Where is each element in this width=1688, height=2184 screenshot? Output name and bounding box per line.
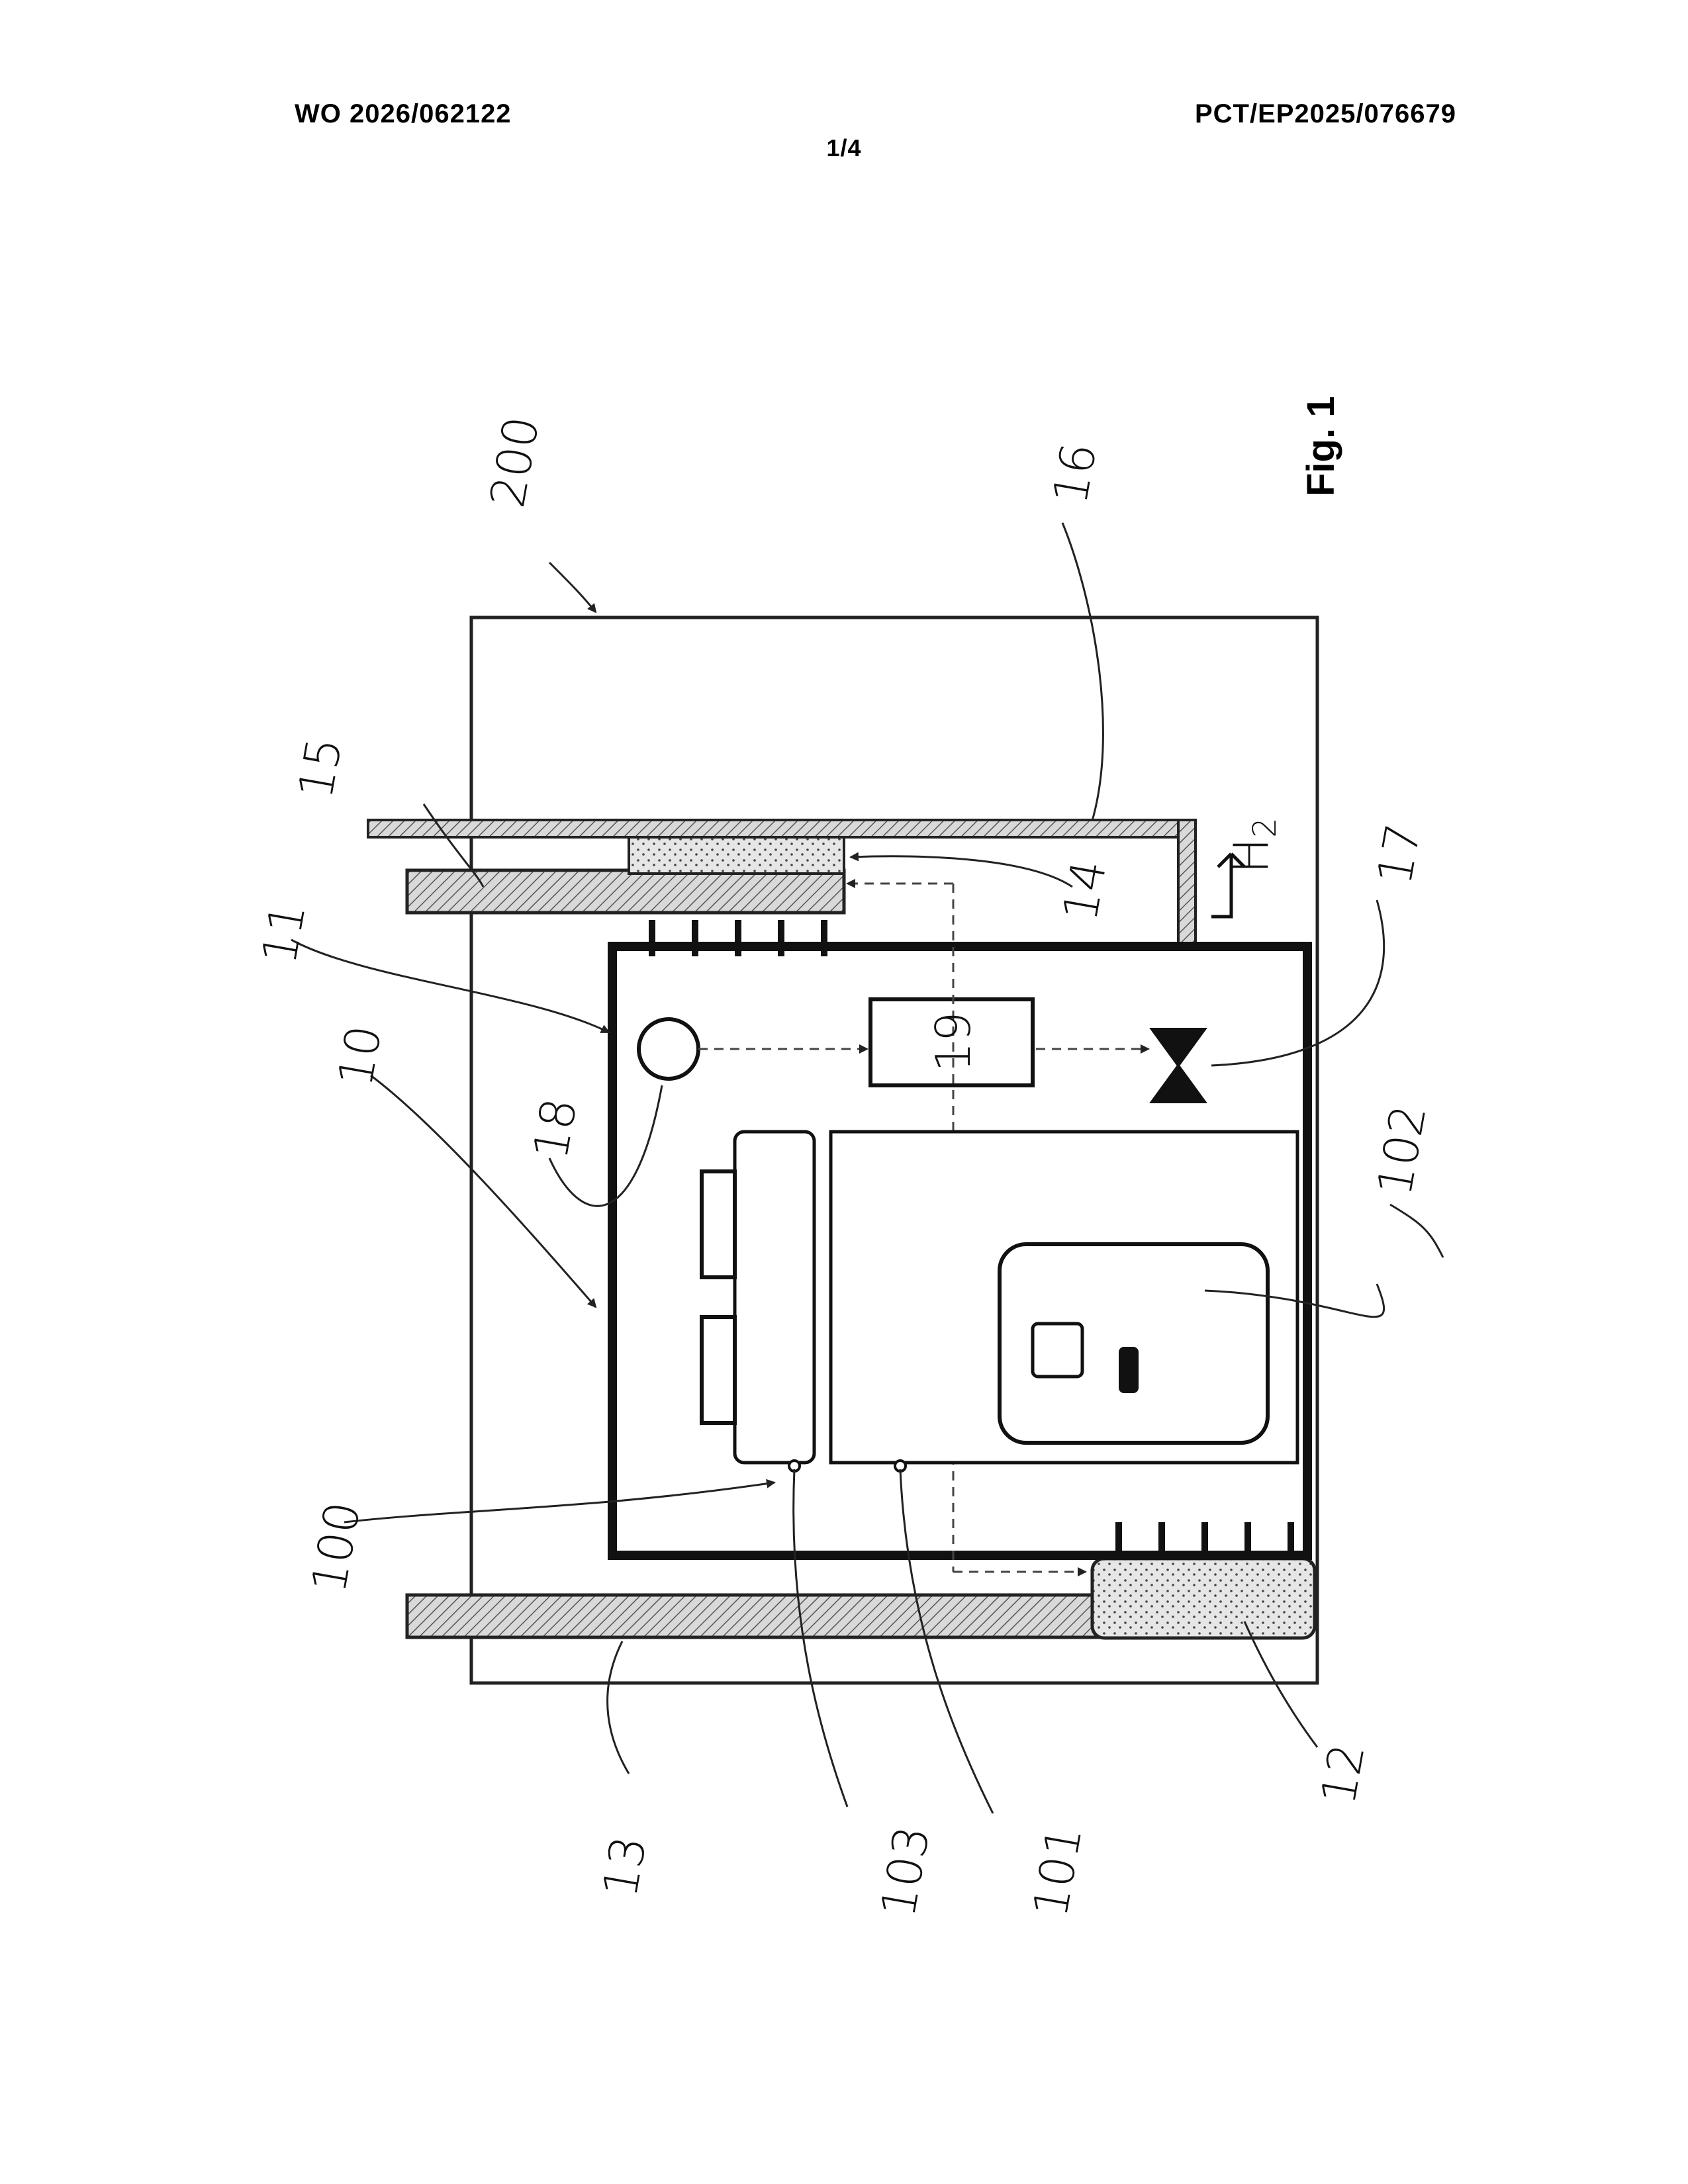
ref-200: 200: [479, 412, 550, 512]
sensor-18: [639, 1019, 698, 1079]
ref-12: 12: [1310, 1739, 1376, 1809]
ref-17: 17: [1366, 819, 1432, 889]
ref-101: 101: [1022, 1822, 1093, 1921]
unit-100: [735, 1132, 814, 1463]
wall-13: [407, 1595, 1099, 1637]
h2-label: H2: [1223, 817, 1284, 874]
ref-18: 18: [522, 1094, 588, 1163]
ref-19: 19: [925, 1011, 981, 1072]
element-15: [407, 870, 844, 913]
unit-100-block-a: [702, 1171, 735, 1277]
unit-100-block-b: [702, 1317, 735, 1423]
ref-15: 15: [287, 733, 353, 803]
ref-16: 16: [1042, 439, 1107, 508]
figure-label: Fig. 1: [1299, 396, 1342, 496]
ref-100: 100: [301, 1498, 371, 1597]
zone-12: [1092, 1559, 1315, 1638]
ref-103: 103: [870, 1822, 941, 1921]
ref-11: 11: [251, 899, 316, 968]
ref-13: 13: [592, 1832, 657, 1901]
pipe-16: [368, 820, 1196, 837]
tank-102-slot: [1119, 1347, 1139, 1393]
ref-10: 10: [327, 1021, 393, 1091]
tank-102-window: [1033, 1324, 1082, 1377]
ref-102: 102: [1366, 1101, 1437, 1200]
zone-14: [629, 834, 844, 874]
ref-14: 14: [1052, 856, 1117, 925]
